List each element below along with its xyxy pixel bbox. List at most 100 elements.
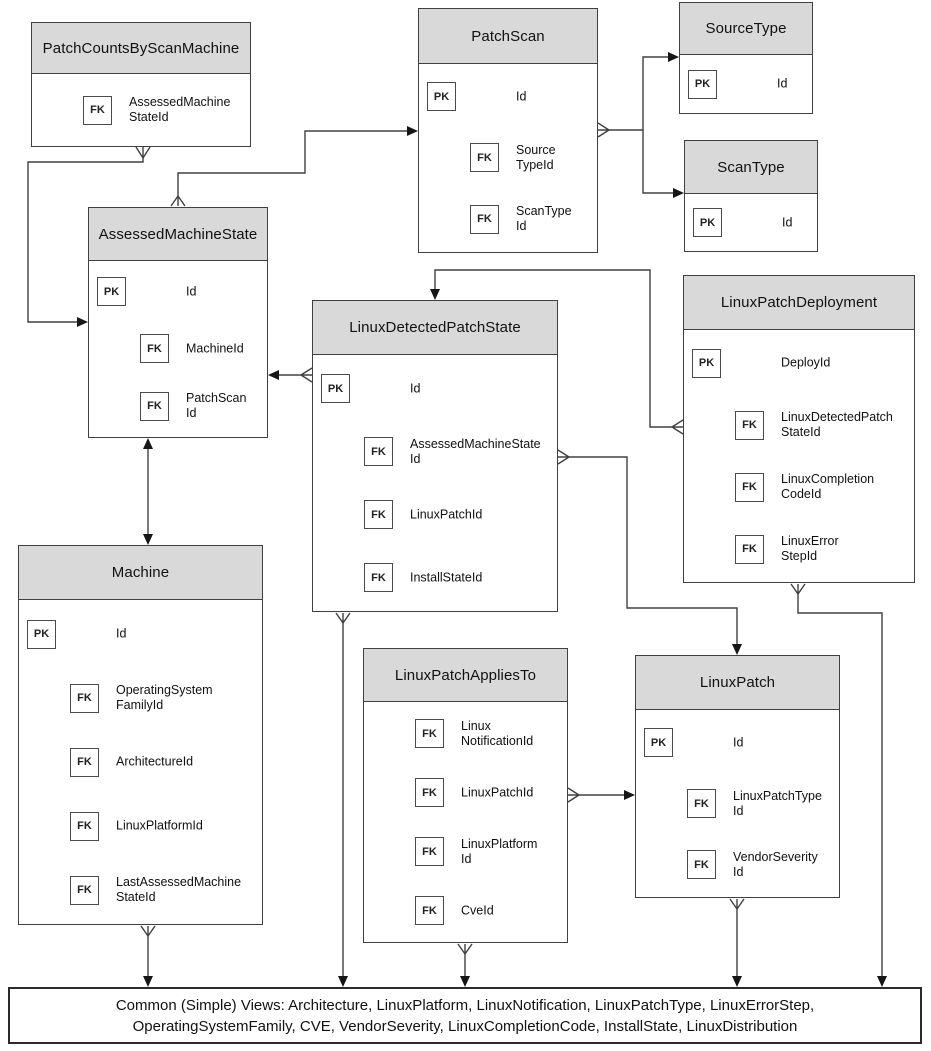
table-row: FK ArchitectureId	[19, 747, 262, 777]
table-title: LinuxPatchDeployment	[720, 294, 878, 311]
column-name: LinuxPlatform Id	[461, 836, 538, 866]
table-row: PK Id	[636, 728, 839, 758]
table-row: FK AssessedMachineState Id	[313, 437, 557, 467]
column-name: Source TypeId	[516, 142, 556, 172]
table-row: FK LinuxError StepId	[684, 534, 914, 564]
table-row: FK LinuxPlatformId	[19, 811, 262, 841]
column-name: ArchitectureId	[116, 754, 194, 769]
table-row: FK LinuxCompletion CodeId	[684, 472, 914, 502]
table-machine: Machine PK Id FK OperatingSystem FamilyI…	[18, 545, 263, 925]
column-name: Linux NotificationId	[461, 718, 534, 748]
table-row: PK Id	[680, 69, 812, 99]
column-name: Id	[782, 215, 793, 229]
rel-assessedmachinestate-machine	[143, 438, 153, 545]
table-row: FK LinuxDetectedPatch StateId	[684, 410, 914, 440]
table-header: SourceType	[680, 3, 812, 55]
table-linuxdetectedpatchstate: LinuxDetectedPatchState PK Id FK Assesse…	[312, 300, 558, 612]
table-row: FK CveId	[364, 896, 567, 926]
pk-badge: PK	[692, 348, 721, 378]
table-row: FK AssessedMachine StateId	[32, 95, 250, 125]
table-title: ScanType	[717, 158, 785, 176]
pk-badge: PK	[27, 619, 56, 649]
table-row: FK InstallStateId	[313, 563, 557, 593]
fk-badge: FK	[735, 410, 764, 440]
column-name: VendorSeverity Id	[733, 849, 818, 879]
table-title: LinuxDetectedPatchState	[349, 319, 521, 336]
column-name: LinuxPlatformId	[116, 818, 203, 833]
table-row: FK LinuxPlatform Id	[364, 837, 567, 867]
fk-badge: FK	[83, 95, 112, 125]
table-title: PatchScan	[471, 27, 545, 45]
table-body: FK Linux NotificationId FK LinuxPatchId …	[364, 702, 567, 942]
table-header: LinuxDetectedPatchState	[313, 301, 557, 355]
table-title: LinuxPatch	[699, 674, 776, 691]
table-row: FK ScanType Id	[419, 204, 597, 234]
table-header: AssessedMachineState	[89, 208, 267, 261]
table-scantype: ScanType PK Id	[684, 140, 818, 252]
table-body: FK AssessedMachine StateId	[32, 74, 250, 146]
fk-badge: FK	[470, 143, 499, 173]
fk-badge: FK	[470, 204, 499, 234]
fk-badge: FK	[70, 683, 99, 713]
table-body: PK Id FK Source TypeId FK ScanType Id	[419, 64, 597, 252]
column-name: Id	[777, 76, 788, 91]
banner-line-1: Common (Simple) Views: Architecture, Lin…	[115, 996, 815, 1014]
table-header: ScanType	[685, 141, 817, 194]
table-row: FK VendorSeverity Id	[636, 850, 839, 880]
table-header: LinuxPatchDeployment	[684, 276, 914, 330]
table-title: PatchCountsByScanMachine	[42, 39, 240, 57]
rel-linuxpatchappliesto-linuxpatch	[567, 787, 635, 803]
table-assessedmachinestate: AssessedMachineState PK Id FK MachineId …	[88, 207, 268, 438]
pk-badge: PK	[97, 277, 126, 307]
table-row: PK Id	[419, 82, 597, 112]
table-body: PK Id FK OperatingSystem FamilyId FK Arc…	[19, 600, 262, 924]
table-linuxpatchdeployment: LinuxPatchDeployment PK DeployId FK Linu…	[683, 275, 915, 583]
table-body: PK Id	[680, 55, 812, 113]
fk-badge: FK	[70, 747, 99, 777]
table-row: PK Id	[685, 208, 817, 238]
table-row: FK LinuxPatchId	[364, 778, 567, 808]
fk-badge: FK	[364, 500, 393, 529]
column-name: PatchScan Id	[186, 391, 247, 421]
table-body: PK Id FK AssessedMachineState Id FK Linu…	[313, 355, 557, 611]
table-row: FK MachineId	[89, 334, 267, 364]
column-name: LinuxPatchId	[410, 507, 483, 521]
rel-linuxpatch-commonviews	[729, 898, 745, 987]
fk-badge: FK	[364, 437, 393, 466]
column-name: LinuxPatchId	[461, 785, 534, 799]
table-header: LinuxPatchAppliesTo	[364, 649, 567, 702]
common-views-banner: Common (Simple) Views: Architecture, Lin…	[8, 987, 922, 1044]
table-sourcetype: SourceType PK Id	[679, 2, 813, 114]
column-name: Id	[116, 626, 127, 641]
table-row: FK LinuxPatchType Id	[636, 789, 839, 819]
pk-badge: PK	[693, 208, 722, 237]
column-name: LinuxDetectedPatch StateId	[781, 410, 893, 439]
table-row: PK Id	[313, 374, 557, 404]
rel-machine-commonviews	[140, 925, 156, 987]
table-linuxpatch: LinuxPatch PK Id FK LinuxPatchType Id FK…	[635, 655, 840, 898]
column-name: Id	[186, 284, 197, 299]
rel-patchscan-sourcetype-scantype	[597, 52, 684, 198]
column-name: Id	[410, 381, 421, 395]
table-title: AssessedMachineState	[98, 225, 258, 243]
fk-badge: FK	[415, 837, 444, 866]
table-row: FK Source TypeId	[419, 143, 597, 173]
column-name: LinuxError StepId	[781, 534, 839, 563]
table-row: FK LastAssessedMachine StateId	[19, 875, 262, 905]
column-name: AssessedMachineState Id	[410, 436, 541, 466]
column-name: Id	[733, 735, 744, 749]
rel-linuxdetectedpatchstate-assessedmachinestate	[268, 367, 313, 383]
fk-badge: FK	[70, 811, 99, 841]
table-title: LinuxPatchAppliesTo	[394, 666, 537, 684]
table-row: PK Id	[89, 277, 267, 307]
pk-badge: PK	[427, 82, 456, 112]
fk-badge: FK	[415, 778, 444, 807]
fk-badge: FK	[687, 789, 716, 818]
column-name: LastAssessedMachine StateId	[116, 875, 242, 904]
fk-badge: FK	[364, 563, 393, 592]
table-row: FK LinuxPatchId	[313, 500, 557, 530]
column-name: DeployId	[781, 355, 831, 370]
table-header: PatchCountsByScanMachine	[32, 23, 250, 74]
table-body: PK DeployId FK LinuxDetectedPatch StateI…	[684, 330, 914, 582]
table-body: PK Id	[685, 194, 817, 251]
